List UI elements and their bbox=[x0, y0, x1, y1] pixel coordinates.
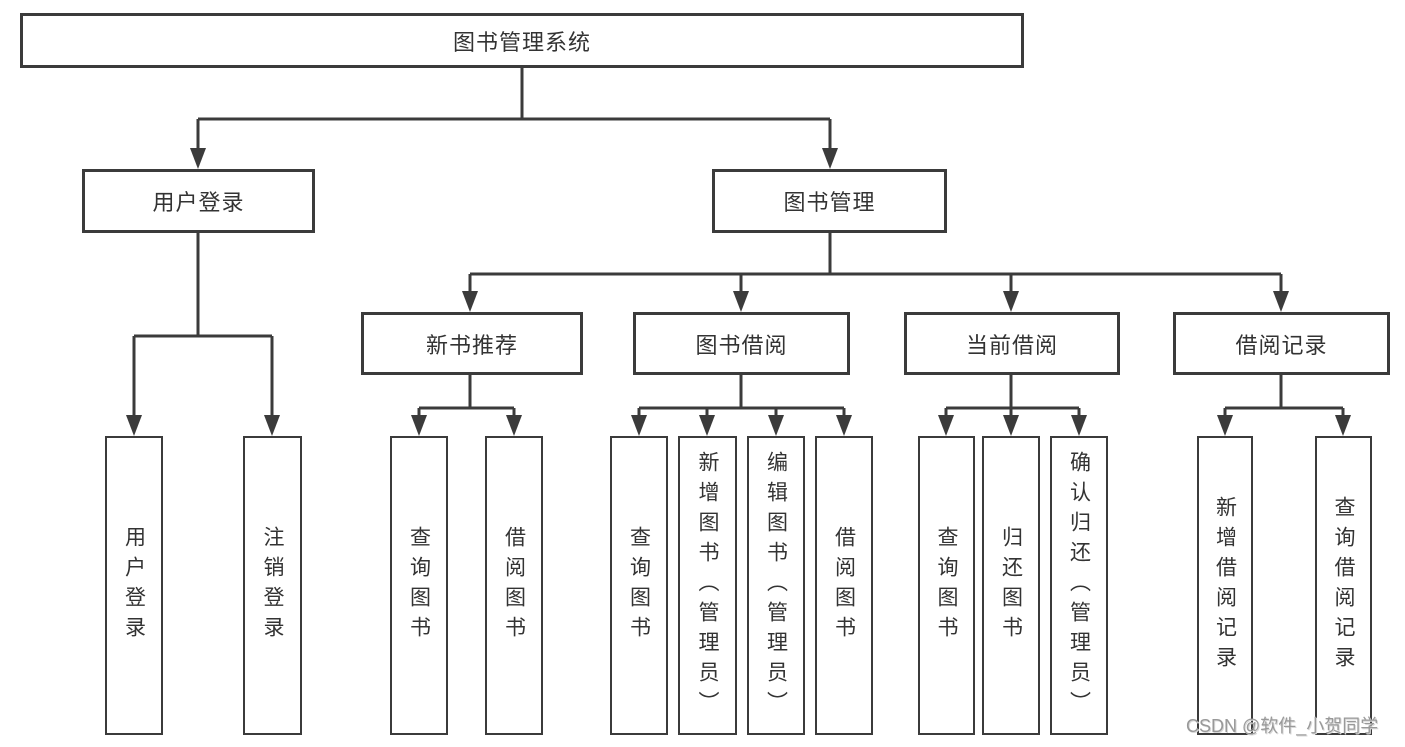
node-current-borrowing: 当前借阅 bbox=[904, 312, 1120, 375]
node-new-book-recommend: 新书推荐 bbox=[361, 312, 583, 375]
node-book-management: 图书管理 bbox=[712, 169, 947, 233]
arrowheads bbox=[126, 148, 1351, 436]
node-label: 图书借阅 bbox=[695, 332, 788, 358]
node-library-system: 图书管理系统 bbox=[20, 13, 1024, 68]
watermark: CSDN @软件_小贺同学 bbox=[1186, 716, 1379, 736]
leaf-edit-books-admin: 编辑图书（管理员） bbox=[747, 436, 805, 735]
leaf-query-borrow-record: 查询借阅记录 bbox=[1315, 436, 1372, 735]
node-label: 当前借阅 bbox=[965, 332, 1058, 358]
node-label: 借阅记录 bbox=[1235, 332, 1328, 358]
leaf-query-books-recommend: 查询图书 bbox=[390, 436, 448, 735]
node-borrowing-records: 借阅记录 bbox=[1173, 312, 1390, 375]
node-label: 图书管理 bbox=[783, 190, 876, 215]
leaf-add-borrow-record: 新增借阅记录 bbox=[1197, 436, 1253, 735]
node-user-login: 用户登录 bbox=[82, 169, 315, 233]
leaf-label: 查询图书 bbox=[407, 525, 431, 646]
leaf-confirm-return-admin: 确认归还（管理员） bbox=[1050, 436, 1108, 735]
leaf-label: 查询借阅记录 bbox=[1332, 495, 1355, 676]
leaf-label: 借阅图书 bbox=[832, 525, 856, 646]
leaf-query-books-borrowing: 查询图书 bbox=[610, 436, 668, 735]
leaf-label: 查询图书 bbox=[627, 525, 651, 646]
leaf-return-books: 归还图书 bbox=[982, 436, 1040, 735]
leaf-borrow-books-recommend: 借阅图书 bbox=[485, 436, 543, 735]
leaf-borrow-books: 借阅图书 bbox=[815, 436, 873, 735]
leaf-logout: 注销登录 bbox=[243, 436, 302, 735]
node-label: 图书管理系统 bbox=[452, 29, 591, 55]
leaf-label: 新增图书（管理员） bbox=[696, 450, 719, 721]
leaf-user-login: 用户登录 bbox=[105, 436, 163, 735]
leaf-label: 归还图书 bbox=[999, 525, 1023, 646]
leaf-label: 确认归还（管理员） bbox=[1067, 450, 1091, 721]
leaf-label: 注销登录 bbox=[261, 525, 284, 646]
leaf-query-books-current: 查询图书 bbox=[918, 436, 975, 735]
leaf-label: 编辑图书（管理员） bbox=[764, 450, 788, 721]
leaf-add-books-admin: 新增图书（管理员） bbox=[678, 436, 737, 735]
leaf-label: 查询图书 bbox=[935, 525, 958, 646]
leaf-label: 借阅图书 bbox=[502, 525, 526, 646]
node-book-borrowing: 图书借阅 bbox=[633, 312, 850, 375]
leaf-label: 新增借阅记录 bbox=[1213, 495, 1237, 676]
leaf-label: 用户登录 bbox=[122, 525, 146, 646]
node-label: 用户登录 bbox=[152, 190, 245, 215]
node-label: 新书推荐 bbox=[425, 332, 518, 358]
